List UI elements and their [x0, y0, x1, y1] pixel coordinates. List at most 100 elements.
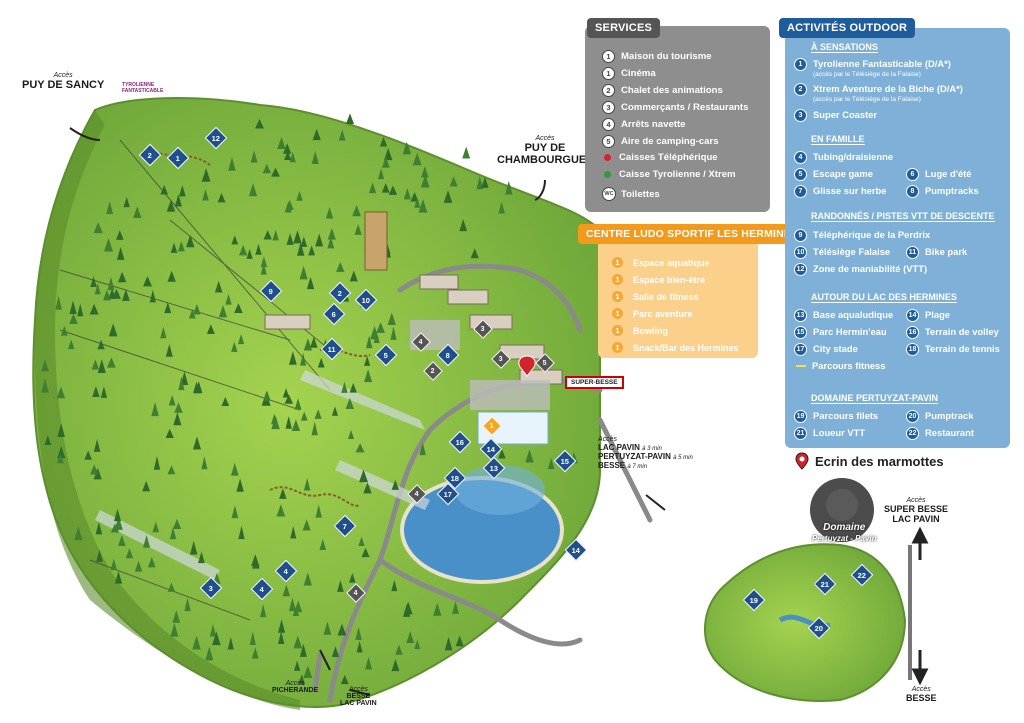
tree [227, 636, 234, 650]
tree [289, 351, 297, 365]
tree [290, 525, 297, 539]
tree [93, 222, 103, 234]
tree [418, 199, 428, 213]
tree [376, 322, 385, 333]
ecrin-legend[interactable]: Ecrin des marmottes [795, 452, 944, 470]
tree [149, 289, 156, 303]
tree [90, 276, 97, 288]
tree [315, 504, 322, 518]
tree [262, 163, 272, 174]
green-dot-icon [604, 171, 611, 178]
tree [251, 647, 259, 659]
tree [391, 479, 400, 490]
tree [498, 201, 505, 214]
tree [164, 302, 172, 314]
tree [331, 406, 339, 416]
tree [228, 156, 236, 171]
map-pin-icon [795, 452, 809, 470]
tree [263, 230, 272, 240]
service-item[interactable]: Caisse Tyrolienne / Xtrem [602, 169, 736, 180]
tree [387, 312, 396, 325]
tree [443, 190, 453, 203]
tree [288, 597, 296, 612]
tree [462, 146, 471, 159]
tree [110, 558, 118, 571]
tree [300, 352, 307, 366]
tree [41, 378, 49, 393]
tree [202, 189, 209, 201]
tree [57, 446, 66, 459]
tree [167, 582, 176, 592]
tree [336, 261, 345, 272]
tree [239, 244, 248, 256]
tree [379, 136, 388, 147]
tree [414, 197, 421, 208]
tree [189, 308, 196, 319]
label-besse-lac-pavin: Accès BESSE LAC PAVIN [340, 686, 377, 707]
label-picherande: Accès PICHERANDE [272, 680, 319, 694]
tree [384, 147, 393, 161]
tree [278, 619, 286, 633]
tree [168, 394, 176, 406]
tree [285, 416, 292, 429]
ecrin-pin [518, 355, 536, 377]
tree [112, 288, 121, 299]
tree [74, 526, 83, 541]
tree [255, 243, 262, 255]
tree [122, 289, 130, 301]
tree [338, 129, 346, 141]
service-item[interactable]: Caisses Téléphérique [602, 152, 718, 163]
tree [260, 603, 267, 618]
tree [250, 150, 258, 163]
section-randos: RANDONNÉS / PISTES VTT DE DESCENTE [811, 211, 995, 222]
tree [314, 409, 322, 419]
tree [286, 233, 294, 245]
tree [236, 478, 244, 492]
tree [167, 465, 176, 475]
tree [455, 635, 464, 647]
tree [311, 150, 319, 164]
tree [192, 635, 201, 650]
tree [212, 631, 221, 646]
outdoor-item-fitness[interactable]: Parcours fitness [794, 360, 885, 371]
tree [201, 456, 208, 470]
tree [349, 572, 356, 583]
tree [225, 293, 232, 305]
tree [403, 604, 411, 617]
